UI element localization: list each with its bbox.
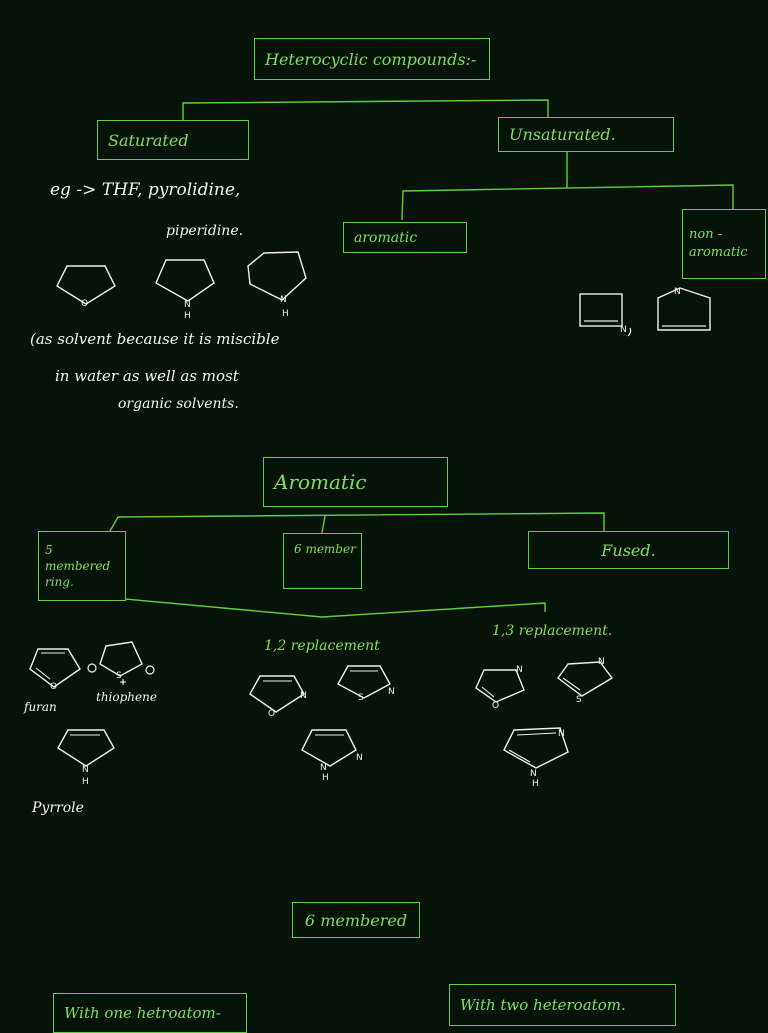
nitrogen-atom: N	[356, 753, 363, 763]
solvent-note-line2: in water as well as most	[55, 367, 239, 385]
fused-label: Fused.	[601, 540, 656, 560]
unsaturated-label: Unsaturated.	[509, 125, 616, 144]
six-member-small-label: 6 member	[294, 542, 356, 556]
aromatic-small-box: aromatic	[343, 222, 467, 253]
furan-structure: O	[29, 648, 81, 692]
two-heteroatom-label: With two heteroatom.	[460, 996, 626, 1014]
six-membered-label: 6 membered	[304, 910, 408, 930]
isoxazole-structure: N O	[249, 675, 307, 719]
non-aromatic-label-line1: non -	[689, 227, 723, 243]
oxazole-structure: N O	[475, 665, 525, 711]
hydrogen-atom: H	[282, 309, 289, 319]
six-member-small-box: 6 member	[283, 533, 362, 589]
pyrrole-structure: N H	[57, 729, 115, 787]
nitrogen-atom: N	[184, 300, 191, 310]
oxygen-atom: O	[50, 682, 57, 692]
thiophene-structure: S	[87, 641, 155, 685]
hydrogen-atom: H	[322, 773, 329, 783]
isothiazole-structure: N S	[337, 665, 395, 703]
nitrogen-atom: N	[388, 687, 395, 697]
oxygen-atom: O	[81, 299, 88, 309]
oxygen-atom: O	[492, 701, 499, 711]
nitrogen-atom: N	[300, 691, 307, 701]
example-note: eg -> THF, pyrolidine,	[50, 180, 241, 200]
five-membered-ring-box: 5 membered ring.	[38, 531, 126, 601]
heterocyclic-compounds-box: Heterocyclic compounds:-	[254, 38, 490, 80]
thf-structure: O	[56, 265, 116, 309]
piperidine-structure: N H	[247, 251, 307, 319]
two-heteroatom-box: With two heteroatom.	[449, 984, 676, 1026]
nitrogen-atom: N	[620, 325, 627, 335]
unsaturated-box: Unsaturated.	[498, 117, 674, 152]
non-aromatic-box: non - aromatic	[682, 209, 766, 279]
nitrogen-atom: N	[598, 657, 605, 667]
hydrogen-atom: H	[82, 777, 89, 787]
nitrogen-atom-2: N	[320, 763, 327, 773]
thiazole-structure: N S	[557, 657, 614, 705]
five-membered-label-line2: ring.	[45, 575, 74, 590]
replacement-12-label: 1,2 replacement	[264, 638, 380, 654]
nitrogen-atom: N	[558, 729, 565, 739]
aromatic-small-label: aromatic	[354, 229, 418, 246]
sulfur-atom: S	[116, 671, 122, 681]
one-heteroatom-box: With one hetroatom-	[53, 993, 247, 1033]
sulfur-atom: S	[358, 693, 364, 703]
solvent-note-line1: (as solvent because it is miscible	[30, 330, 280, 348]
six-membered-box: 6 membered	[292, 902, 420, 938]
solvent-note-line3: organic solvents.	[118, 396, 239, 412]
sulfur-atom: S	[576, 695, 582, 705]
aromatic-main-box: Aromatic	[263, 457, 448, 507]
saturated-box: Saturated	[97, 120, 249, 160]
pyrazole-structure: N N H	[301, 729, 363, 783]
non-aromatic-label-line2: aromatic	[689, 245, 748, 260]
fused-box: Fused.	[528, 531, 729, 569]
piperidine-note: piperidine.	[166, 223, 244, 239]
imidazole-structure: N N H	[503, 727, 569, 789]
nitrogen-atom: N	[82, 765, 89, 775]
non-aromatic-square-structure: N	[579, 293, 632, 337]
nitrogen-atom: N	[516, 665, 523, 675]
saturated-label: Saturated	[108, 130, 189, 150]
thiophene-label: thiophene	[96, 690, 157, 704]
five-membered-label-line1: 5 membered	[45, 542, 111, 573]
aromatic-main-label: Aromatic	[274, 470, 367, 494]
furan-label: furan	[24, 700, 57, 714]
nitrogen-atom-2: N	[530, 769, 537, 779]
nitrogen-atom: N	[674, 287, 681, 297]
oxygen-atom: O	[268, 709, 275, 719]
hydrogen-atom: H	[532, 779, 539, 789]
nitrogen-atom: N	[280, 295, 287, 305]
hydrogen-atom: H	[184, 311, 191, 321]
pyrrole-label: Pyrrole	[32, 800, 84, 816]
non-aromatic-ring-structure: N	[657, 287, 711, 331]
pyrrolidine-structure: N H	[155, 259, 215, 321]
heterocyclic-compounds-label: Heterocyclic compounds:-	[265, 49, 477, 69]
replacement-13-label: 1,3 replacement.	[492, 623, 613, 639]
one-heteroatom-label: With one hetroatom-	[64, 1004, 221, 1022]
